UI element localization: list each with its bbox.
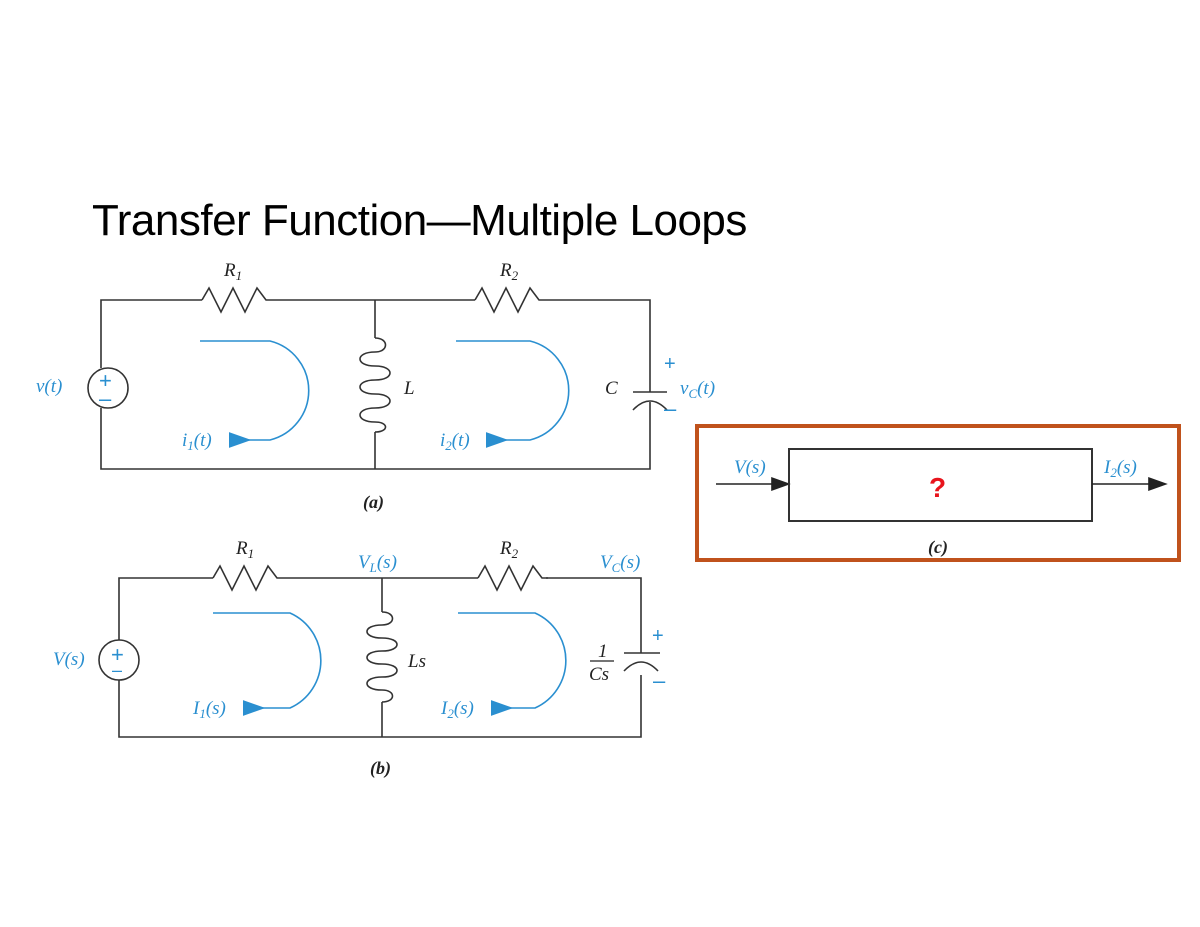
loop2-arrow-a bbox=[456, 340, 570, 448]
inductor-label-b: Ls bbox=[407, 651, 426, 672]
input-label: V(s) bbox=[734, 457, 766, 478]
voltage-source-a bbox=[87, 367, 129, 409]
inductor-label-a: L bbox=[403, 378, 415, 399]
cap-plus-a: + bbox=[664, 353, 676, 375]
block-diagram-c: V(s) I2(s) ? (c) bbox=[716, 448, 1168, 558]
resistor-r2-b bbox=[477, 564, 548, 592]
loop2-current-b: I2(s) bbox=[440, 698, 474, 721]
cap-minus-b: – bbox=[653, 668, 666, 693]
source-label-b: V(s) bbox=[53, 649, 85, 670]
node-vl-label: VL(s) bbox=[358, 552, 397, 575]
r1-label-b: R1 bbox=[235, 538, 254, 561]
inductor-a bbox=[359, 337, 391, 433]
resistor-r1-b bbox=[212, 564, 282, 592]
source-plus-b: + bbox=[111, 642, 124, 667]
loop1-current-b: I1(s) bbox=[192, 698, 226, 721]
circuit-a: + – v(t) R1 R2 L C + – vC(t) i1(t) i2(t)… bbox=[36, 260, 715, 513]
capacitor-numerator-b: 1 bbox=[598, 641, 608, 662]
cap-voltage-label-a: vC(t) bbox=[680, 378, 715, 401]
node-vc-label: VC(s) bbox=[600, 552, 640, 575]
caption-c: (c) bbox=[928, 537, 948, 558]
cap-plus-b: + bbox=[652, 625, 664, 647]
caption-a: (a) bbox=[363, 492, 384, 513]
slide-title: Transfer Function—Multiple Loops bbox=[92, 196, 747, 245]
source-minus-a: – bbox=[99, 386, 112, 411]
wire-b-right bbox=[546, 577, 642, 653]
source-plus-a: + bbox=[99, 368, 112, 393]
cap-minus-a: – bbox=[664, 396, 677, 421]
capacitor-label-a: C bbox=[605, 378, 618, 399]
loop1-arrow-a bbox=[200, 340, 310, 448]
circuit-b: + – V(s) R1 R2 VL(s) VC(s) Ls 1 Cs + – I… bbox=[53, 538, 666, 779]
inductor-b bbox=[366, 611, 398, 703]
wire-a-right bbox=[545, 299, 651, 392]
resistor-r2-a bbox=[474, 286, 545, 314]
loop1-current-a: i1(t) bbox=[182, 430, 212, 453]
transfer-function-block bbox=[788, 448, 1093, 522]
loop1-arrow-b bbox=[213, 612, 322, 716]
capacitor-plate-bottom-a bbox=[632, 400, 668, 411]
source-minus-b: – bbox=[112, 660, 122, 680]
resistor-r1-a bbox=[201, 286, 272, 314]
r2-label-b: R2 bbox=[499, 538, 519, 561]
wire-b-left-top bbox=[118, 577, 213, 640]
capacitor-denominator-b: Cs bbox=[589, 664, 609, 685]
output-label: I2(s) bbox=[1103, 457, 1137, 480]
r1-label-a: R1 bbox=[223, 260, 242, 283]
loop2-arrow-b bbox=[458, 612, 567, 716]
highlight-frame bbox=[695, 424, 1181, 562]
r2-label-a: R2 bbox=[499, 260, 519, 283]
loop2-current-a: i2(t) bbox=[440, 430, 470, 453]
voltage-source-b bbox=[98, 639, 140, 681]
unknown-transfer-function: ? bbox=[929, 472, 946, 503]
capacitor-plate-bottom-b bbox=[623, 661, 659, 672]
wire-a-left-top bbox=[100, 299, 202, 368]
source-label-a: v(t) bbox=[36, 376, 62, 397]
wire-b-bottom bbox=[118, 675, 642, 738]
caption-b: (b) bbox=[370, 758, 391, 779]
